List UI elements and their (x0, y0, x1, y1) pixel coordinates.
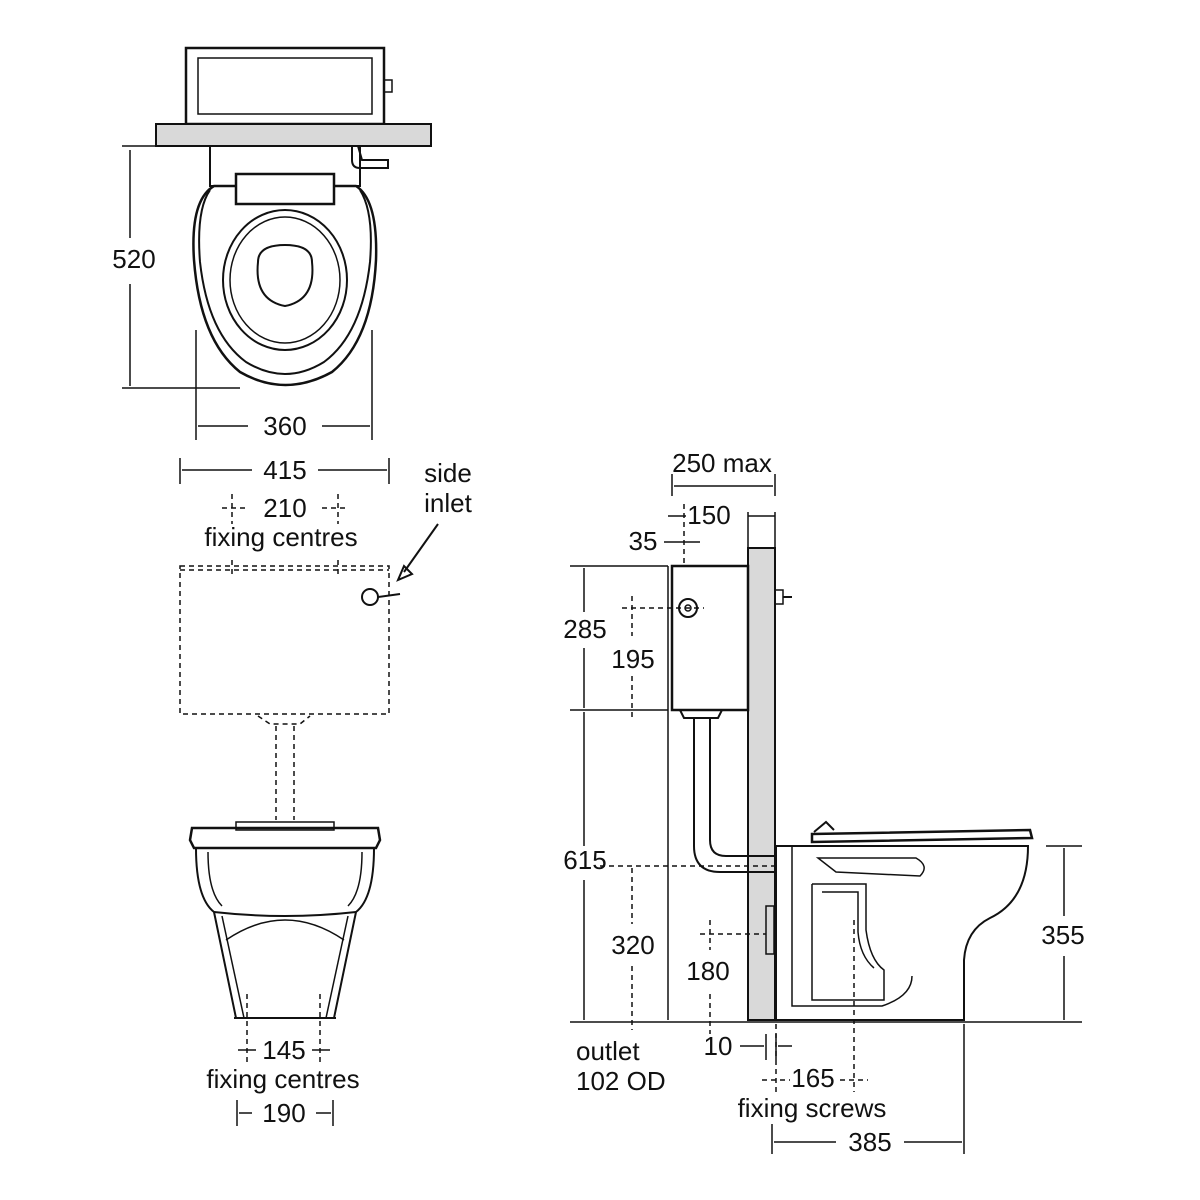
dim-150: 150 (687, 500, 730, 530)
plan-seat-inner (222, 209, 348, 351)
dim-250-max: 250 max (672, 448, 772, 478)
plan-view: 520 360 (112, 46, 432, 441)
plan-cistern (184, 46, 386, 126)
side-inlet-label-1: side (424, 458, 472, 488)
side-inlet-label-2: inlet (424, 488, 472, 518)
dim-385: 385 (848, 1127, 891, 1157)
plan-bowl-opening (256, 243, 314, 308)
dim-165: 165 (791, 1063, 834, 1093)
fixing-screws-label: fixing screws (738, 1093, 887, 1123)
dim-415: 415 (263, 455, 306, 485)
outlet-label-1: outlet (576, 1036, 640, 1066)
dim-35: 35 (629, 526, 658, 556)
front-bowl (195, 847, 375, 1019)
dim-195: 195 (611, 644, 654, 674)
dim-615: 615 (563, 845, 606, 875)
front-cistern (179, 565, 390, 715)
side-seat (810, 828, 1034, 844)
plan-seat-outer (192, 184, 378, 387)
plan-wall (155, 123, 432, 147)
dim-285: 285 (563, 614, 606, 644)
dim-355: 355 (1041, 920, 1084, 950)
side-inlet-valve (361, 588, 379, 606)
dim-145: 145 (262, 1035, 305, 1065)
dim-190: 190 (262, 1098, 305, 1128)
dim-520: 520 (112, 244, 155, 274)
plan-seat-hinge (234, 172, 336, 206)
front-elevation: 415 210 fixing centres side inlet (179, 455, 473, 1128)
side-wall (747, 547, 776, 1021)
dim-10: 10 (704, 1031, 733, 1061)
side-cistern (670, 564, 750, 712)
dim-210: 210 (263, 493, 306, 523)
outlet-label-2: 102 OD (576, 1066, 666, 1096)
plan-flush-lever (351, 145, 389, 169)
side-elevation: 250 max 150 35 285 195 (563, 448, 1084, 1157)
fixing-centres-bottom-label: fixing centres (206, 1064, 359, 1094)
dim-320: 320 (611, 930, 654, 960)
side-pan (775, 845, 1030, 1021)
dim-360: 360 (263, 411, 306, 441)
dim-180: 180 (686, 956, 729, 986)
front-seat (188, 826, 382, 850)
fixing-centres-top-label: fixing centres (204, 522, 357, 552)
